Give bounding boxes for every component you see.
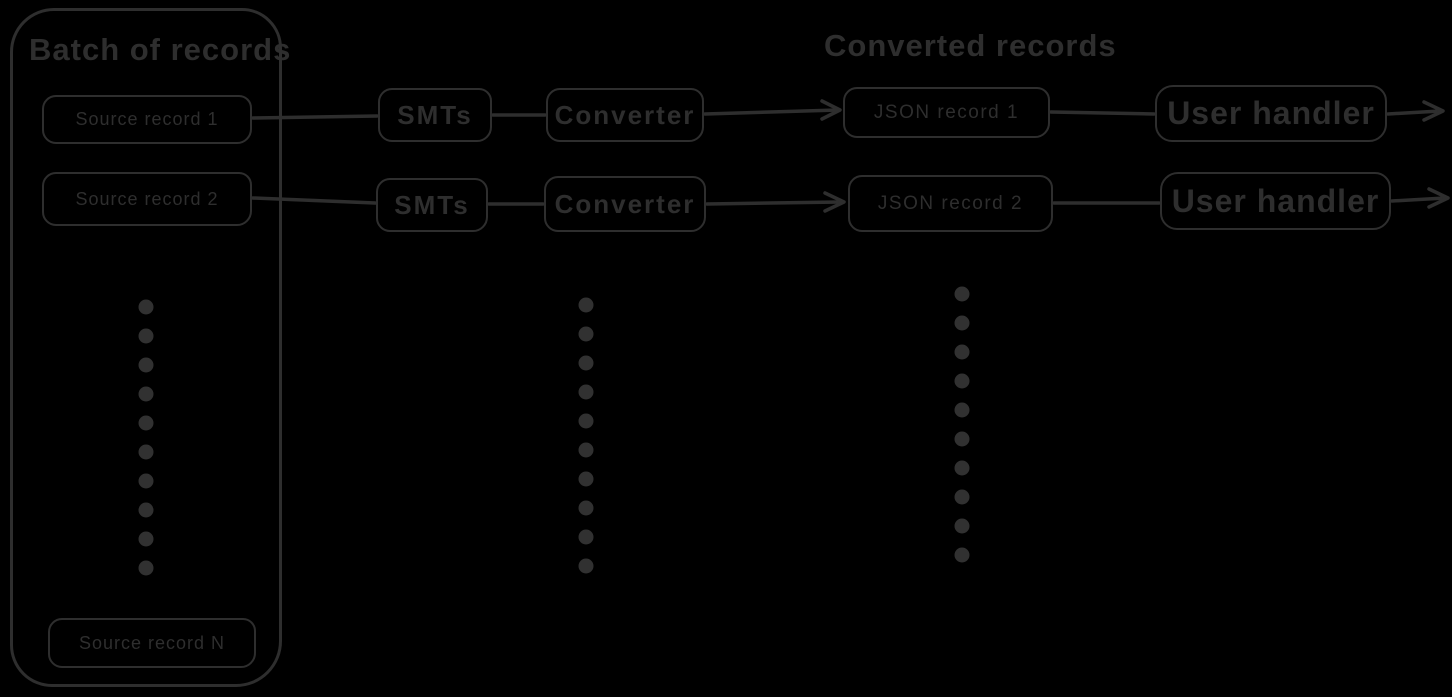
arrowhead-icon — [1427, 187, 1450, 209]
ellipsis-dot — [954, 460, 970, 476]
ellipsis-dot — [578, 500, 594, 516]
ellipsis-dot — [954, 518, 970, 534]
ellipsis-dot — [954, 315, 970, 331]
user-handler-box-row2: User handler — [1160, 172, 1391, 230]
smts-box-row2: SMTs — [376, 178, 488, 232]
ellipsis-dot — [954, 547, 970, 563]
ellipsis-dot — [578, 413, 594, 429]
ellipsis-dot — [954, 344, 970, 360]
ellipsis-dot — [578, 355, 594, 371]
batch-title: Batch of records — [29, 32, 292, 67]
source-record-n-box: Source record N — [48, 618, 256, 668]
ellipsis-dots-column-converted — [954, 286, 970, 563]
converted-records-title: Converted records — [824, 28, 1117, 63]
smts-box-row1: SMTs — [378, 88, 492, 142]
ellipsis-dot — [578, 384, 594, 400]
ellipsis-dot — [578, 442, 594, 458]
flow-arrow-converter1-json — [703, 108, 840, 116]
converter-box-row1: Converter — [546, 88, 704, 142]
ellipsis-dot — [954, 373, 970, 389]
flow-arrow-handler2-out — [1390, 196, 1447, 203]
user-handler-box-row1: User handler — [1155, 85, 1387, 142]
ellipsis-dot — [954, 431, 970, 447]
converter-box-row2: Converter — [544, 176, 706, 232]
ellipsis-dot — [954, 402, 970, 418]
batch-container — [10, 8, 282, 687]
json-record-2-box: JSON record 2 — [848, 175, 1053, 232]
ellipsis-dot — [578, 529, 594, 545]
json-record-1-box: JSON record 1 — [843, 87, 1050, 138]
arrowhead-icon — [1422, 100, 1445, 122]
ellipsis-dot — [578, 471, 594, 487]
connector-json1-handler — [1049, 110, 1156, 116]
flow-arrow-converter2-json — [705, 200, 843, 206]
flow-arrow-handler1-out — [1386, 109, 1442, 116]
source-record-1-box: Source record 1 — [42, 95, 252, 144]
ellipsis-dot — [954, 489, 970, 505]
ellipsis-dot — [578, 558, 594, 574]
arrowhead-icon — [823, 191, 846, 213]
arrowhead-icon — [820, 99, 842, 121]
ellipsis-dot — [578, 326, 594, 342]
ellipsis-dots-column-pipeline — [578, 297, 594, 574]
ellipsis-dot — [578, 297, 594, 313]
source-record-2-box: Source record 2 — [42, 172, 252, 226]
ellipsis-dot — [954, 286, 970, 302]
